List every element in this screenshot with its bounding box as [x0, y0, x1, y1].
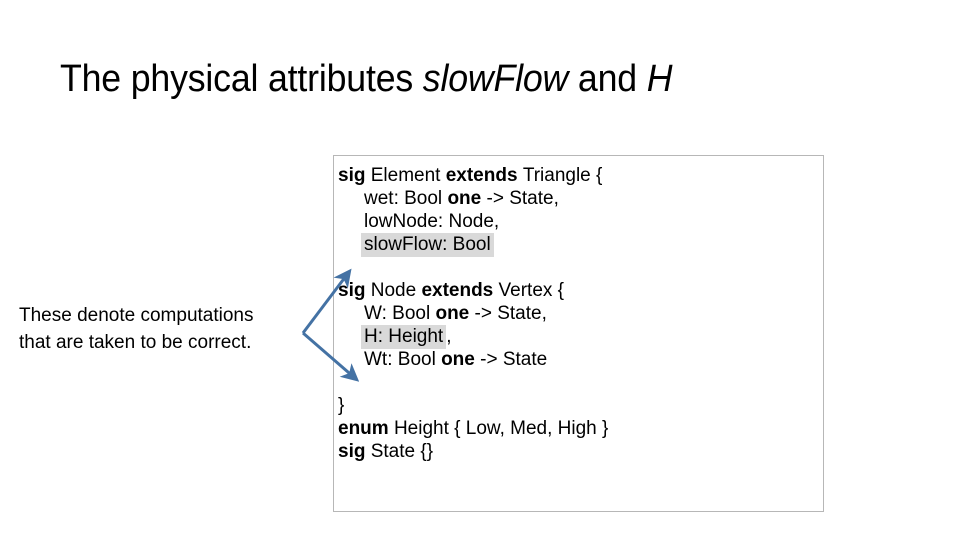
code-line: W: Bool one -> State,: [338, 302, 819, 325]
code-keyword: one: [447, 188, 487, 209]
title-part-italic-slowflow: slowFlow: [422, 58, 569, 100]
code-line: Wt: Bool one -> State: [338, 348, 819, 371]
code-keyword: one: [435, 303, 475, 324]
code-line: sig Element extends Triangle {: [338, 164, 819, 187]
highlighted-code-token: slowFlow: Bool: [361, 233, 494, 257]
code-text: Vertex {: [498, 280, 565, 301]
code-text: -> State,: [486, 188, 559, 209]
code-line: sig Node extends Vertex {: [338, 279, 819, 302]
code-text: lowNode: Node,: [364, 211, 500, 232]
code-listing-content: sig Element extends Triangle {wet: Bool …: [338, 164, 819, 463]
code-keyword: enum: [338, 418, 394, 439]
code-line: slowFlow: Bool: [338, 233, 819, 257]
code-line: wet: Bool one -> State,: [338, 187, 819, 210]
code-text: Node: [370, 280, 422, 301]
caption-line-1: These denote computations: [19, 305, 254, 326]
code-text: Height { Low, Med, High }: [393, 418, 609, 439]
code-text: }: [338, 395, 345, 416]
code-line: H: Height,: [338, 325, 819, 349]
code-keyword: sig: [338, 165, 371, 186]
code-text: Element: [370, 165, 446, 186]
code-block-spacer: [338, 256, 819, 279]
code-keyword: one: [441, 349, 481, 370]
code-text: W: Bool: [364, 303, 436, 324]
code-text: ,: [446, 326, 452, 347]
code-text: wet: Bool: [364, 188, 448, 209]
code-text: Wt: Bool: [364, 349, 442, 370]
caption-line-2: that are taken to be correct.: [19, 332, 252, 353]
code-block-spacer: [338, 371, 819, 394]
code-keyword: sig: [338, 441, 371, 462]
code-line: }: [338, 394, 819, 417]
code-text: -> State,: [474, 303, 547, 324]
code-keyword: extends: [445, 165, 523, 186]
code-text: slowFlow: Bool: [364, 234, 491, 255]
code-line: lowNode: Node,: [338, 210, 819, 233]
code-text: State {}: [370, 441, 434, 462]
title-part-italic-h: H: [646, 58, 673, 100]
code-text: H: Height: [364, 326, 444, 347]
page-title: The physical attributes slowFlow and H: [60, 56, 850, 102]
code-text: Triangle {: [522, 165, 603, 186]
code-line: enum Height { Low, Med, High }: [338, 417, 819, 440]
title-part-plain-2: and: [568, 58, 647, 100]
annotation-caption: These denote computations that are taken…: [19, 302, 309, 356]
highlighted-code-token: H: Height: [361, 325, 447, 349]
code-listing-box: sig Element extends Triangle {wet: Bool …: [333, 155, 824, 512]
code-keyword: sig: [338, 280, 371, 301]
title-part-plain-1: The physical attributes: [60, 58, 423, 100]
code-keyword: extends: [421, 280, 499, 301]
code-text: -> State: [480, 349, 548, 370]
code-line: sig State {}: [338, 440, 819, 463]
